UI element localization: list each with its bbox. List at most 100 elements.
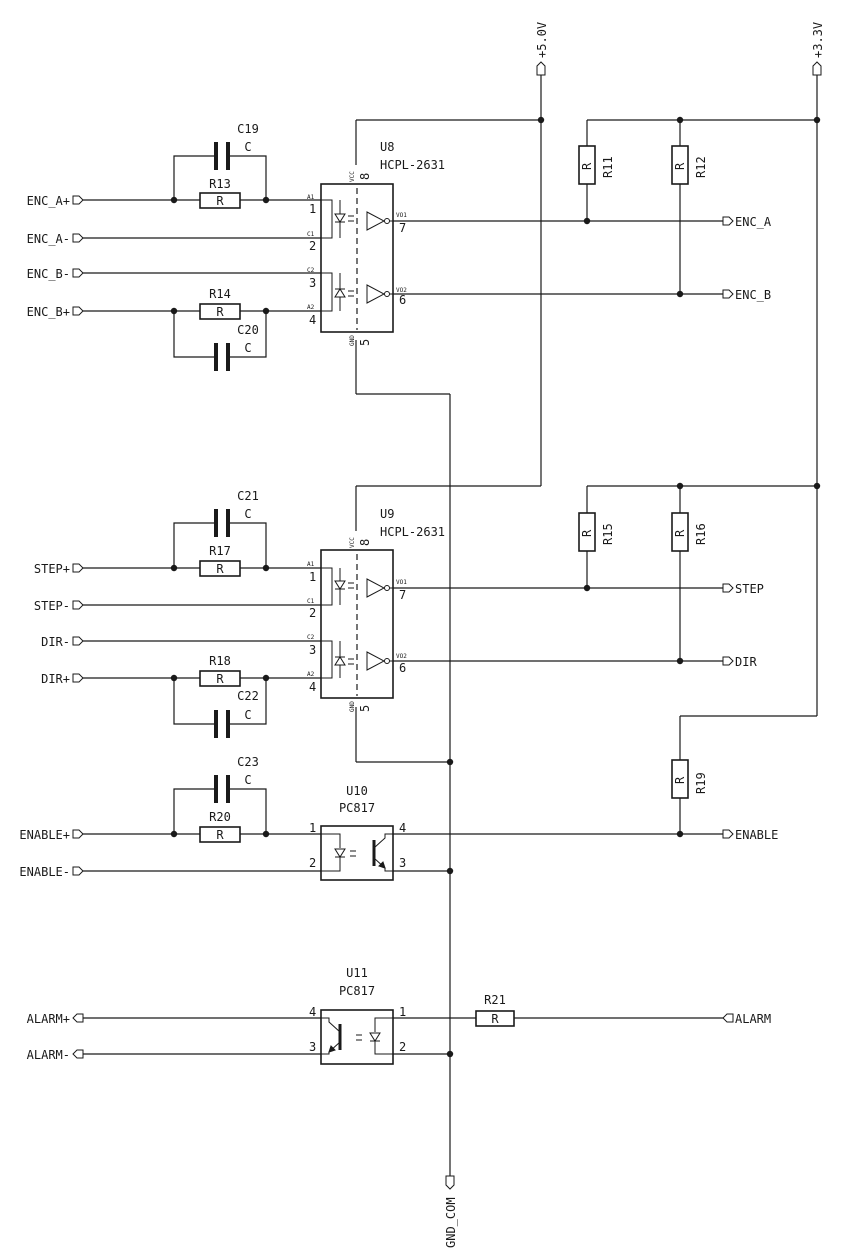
svg-text:2: 2 — [309, 606, 316, 620]
u9-block: STEP+ STEP- DIR- DIR+ R R17 C21 C — [34, 486, 764, 738]
svg-text:GND: GND — [349, 701, 356, 712]
svg-text:VO2: VO2 — [396, 287, 407, 294]
svg-text:R19: R19 — [694, 772, 708, 794]
svg-text:A1: A1 — [307, 561, 315, 568]
svg-text:R20: R20 — [209, 810, 231, 824]
enc-b-plus-label: ENC_B+ — [27, 305, 70, 319]
u9-value: HCPL-2631 — [380, 525, 445, 539]
svg-text:R: R — [491, 1012, 499, 1026]
c20-capacitor: C20 C — [173, 311, 267, 371]
enc-a-plus-label: ENC_A+ — [27, 194, 70, 208]
svg-text:GND: GND — [349, 335, 356, 346]
svg-text:C19: C19 — [237, 122, 259, 136]
svg-text:R: R — [216, 672, 224, 686]
step-label: STEP — [735, 582, 764, 596]
svg-text:4: 4 — [309, 1005, 316, 1019]
svg-text:C1: C1 — [307, 231, 315, 238]
svg-text:R: R — [673, 776, 687, 784]
u11-ic: U11 PC817 4 3 1 2 — [309, 966, 406, 1065]
enc-a-port — [722, 216, 734, 226]
svg-text:4: 4 — [309, 680, 316, 694]
svg-text:VO1: VO1 — [396, 212, 407, 219]
r17-resistor: R R17 — [199, 544, 241, 577]
enc-b-minus-label: ENC_B- — [27, 267, 70, 281]
svg-text:VO1: VO1 — [396, 579, 407, 586]
r20-resistor: R R20 — [199, 810, 241, 843]
svg-text:R: R — [216, 305, 224, 319]
svg-text:3: 3 — [309, 276, 316, 290]
u8-ic: U8 HCPL-2631 1 2 3 4 7 6 8 5 A1 C1 C2 A2… — [307, 140, 445, 346]
u8-ref: U8 — [380, 140, 394, 154]
rail-5v: +5.0V — [355, 22, 549, 531]
enc-b-label: ENC_B — [735, 288, 771, 302]
svg-text:8: 8 — [358, 539, 372, 546]
enc-a-minus-label: ENC_A- — [27, 232, 70, 246]
alarm-port — [722, 1013, 734, 1023]
svg-text:5: 5 — [358, 705, 372, 712]
c22-capacitor: C22 C — [173, 678, 267, 738]
gnd-com-net: GND_COM — [355, 340, 458, 1248]
enable-plus-port — [72, 829, 84, 839]
u8-value: HCPL-2631 — [380, 158, 445, 172]
u9-ic: U9 HCPL-2631 1 2 3 4 7 6 8 5 A1 C1 C2 A2… — [307, 507, 445, 712]
enable-minus-label: ENABLE- — [19, 865, 70, 879]
r12-resistor: R R12 — [671, 145, 708, 185]
svg-text:C: C — [244, 341, 251, 355]
r13-resistor: R R13 — [199, 177, 241, 209]
c19-capacitor: C19 C — [173, 122, 267, 200]
dir-plus-label: DIR+ — [41, 672, 70, 686]
svg-text:1: 1 — [309, 202, 316, 216]
c23-capacitor: C23 C — [173, 755, 267, 834]
r11-resistor: R R11 — [578, 145, 615, 185]
svg-text:VCC: VCC — [349, 537, 356, 548]
svg-text:R17: R17 — [209, 544, 231, 558]
svg-text:6: 6 — [399, 661, 406, 675]
dir-port — [722, 656, 734, 666]
svg-text:R: R — [216, 562, 224, 576]
svg-text:C20: C20 — [237, 323, 259, 337]
u8-block: ENC_A+ ENC_A- ENC_B- ENC_B+ R R13 C19 C — [27, 120, 772, 371]
u10-block: ENABLE+ ENABLE- R R20 C23 C U10 PC817 1 … — [19, 755, 778, 881]
svg-text:1: 1 — [399, 1005, 406, 1019]
svg-text:7: 7 — [399, 588, 406, 602]
r16-resistor: R R16 — [671, 512, 708, 552]
step-plus-label: STEP+ — [34, 562, 70, 576]
r18-resistor: R R18 — [199, 654, 241, 687]
r21-resistor: R R21 — [475, 993, 515, 1027]
r19-resistor: R R19 — [671, 759, 708, 799]
svg-text:C2: C2 — [307, 634, 315, 641]
alarm-plus-label: ALARM+ — [27, 1012, 70, 1026]
svg-text:C2: C2 — [307, 267, 315, 274]
alarm-plus-port — [72, 1013, 84, 1023]
alarm-minus-port — [72, 1049, 84, 1059]
step-port — [722, 583, 734, 593]
svg-text:R: R — [580, 162, 594, 170]
alarm-label: ALARM — [735, 1012, 771, 1026]
svg-text:5: 5 — [358, 339, 372, 346]
svg-text:4: 4 — [309, 313, 316, 327]
svg-text:3: 3 — [399, 856, 406, 870]
enc-a-label: ENC_A — [735, 215, 772, 229]
svg-text:3: 3 — [309, 1040, 316, 1054]
svg-text:6: 6 — [399, 293, 406, 307]
svg-text:2: 2 — [399, 1040, 406, 1054]
svg-text:R14: R14 — [209, 287, 231, 301]
dir-label: DIR — [735, 655, 757, 669]
svg-text:7: 7 — [399, 221, 406, 235]
enc-b-plus-port — [72, 306, 84, 316]
svg-text:2: 2 — [309, 239, 316, 253]
svg-text:4: 4 — [399, 821, 406, 835]
svg-text:A2: A2 — [307, 671, 315, 678]
svg-text:R18: R18 — [209, 654, 231, 668]
alarm-minus-label: ALARM- — [27, 1048, 70, 1062]
svg-text:R13: R13 — [209, 177, 231, 191]
enable-port — [722, 829, 734, 839]
svg-text:R16: R16 — [694, 523, 708, 545]
svg-text:VO2: VO2 — [396, 653, 407, 660]
enable-plus-label: ENABLE+ — [19, 828, 70, 842]
c21-capacitor: C21 C — [173, 489, 267, 568]
enc-a-plus-port — [72, 195, 84, 205]
r15-resistor: R R15 — [578, 512, 615, 552]
enable-minus-port — [72, 866, 84, 876]
